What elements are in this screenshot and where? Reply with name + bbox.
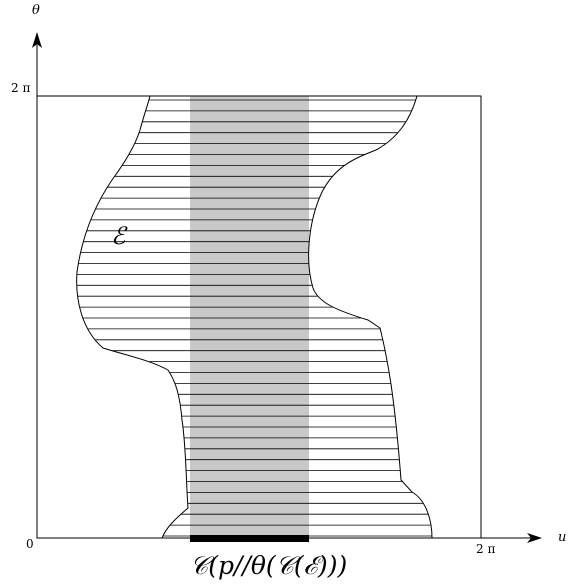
u-axis-label: u: [558, 530, 566, 545]
theta-top-tick-label: 2 π: [11, 81, 30, 95]
projection-band: [190, 96, 309, 538]
projection-label: 𝒞(p//θ(𝒞(ℰ))): [190, 551, 347, 580]
region-hatching: [76, 99, 433, 537]
region-name-label: ℰ: [111, 222, 128, 250]
u-axis-arrow: [527, 533, 542, 543]
origin-label: 0: [26, 537, 34, 551]
u-right-tick-label: 2 π: [476, 542, 495, 556]
theta-axis-label: θ: [32, 3, 40, 18]
region-outline: [76, 95, 433, 539]
theta-axis-arrow: [32, 32, 42, 48]
projection-bar: [190, 535, 309, 542]
